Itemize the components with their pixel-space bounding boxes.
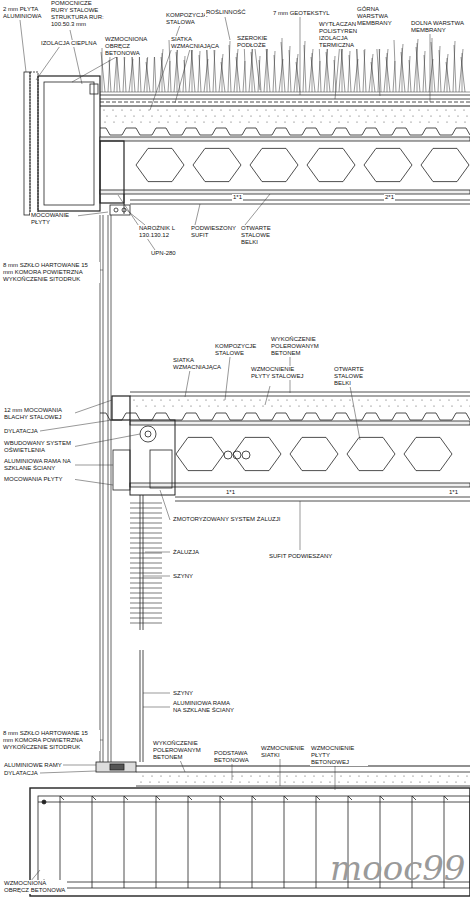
part-label: MOCOWANIA PŁYTY <box>3 476 75 483</box>
part-label: WZMOCNIONA OBRĘCZ BETONOWA <box>104 36 158 57</box>
part-label: MOCOWANIE PŁYTY <box>30 212 78 226</box>
dimension-mark: 2*1 <box>384 194 395 201</box>
watermark: mooc99 <box>330 850 466 886</box>
part-label: OTWARTE STALOWE BELKI <box>333 366 381 387</box>
part-label: WZMOCNIENIE SIATKI <box>260 745 306 759</box>
part-label: ALUMINIOWA RAMA NA SZKLANE ŚCIANY <box>172 700 236 714</box>
part-label: PODSTAWA BETONOWA <box>213 750 257 764</box>
part-label: 2 mm PŁYTA ALUMINIOWA <box>2 6 48 20</box>
part-label: SZEROKIE PODŁOŻE <box>236 35 278 49</box>
part-label: SZYNY <box>172 690 194 697</box>
part-label: WBUDOWANY SYSTEM OŚWIETLENIA <box>3 440 75 454</box>
dimension-mark: 1*1 <box>448 489 459 496</box>
part-label: 12 mm MOCOWANIA BLACHY STALOWEJ <box>3 407 75 421</box>
part-label: OTWARTE STALOWE BELKI <box>240 225 288 246</box>
part-label: GÓRNA WARSTWA MEMBRANY <box>356 6 410 27</box>
part-label: WZMOCNIENIE PŁYTY BETONOWEJ <box>310 745 368 766</box>
part-label: KOMPOZYCJE STALOWE <box>214 343 266 357</box>
part-label: SIATKA WZMACNIAJĄCA <box>170 36 220 50</box>
part-label: ROŚLINNOŚĆ <box>205 9 257 16</box>
part-label: WZMOCNIONA OBRĘCZ BETONOWA <box>3 880 67 894</box>
part-label: WZMOCNIENIE PŁYTY STALOWEJ <box>250 366 310 380</box>
part-label: SZYNY <box>172 573 194 580</box>
part-label: DYLATACJA <box>3 770 39 777</box>
part-label: ZMOTORYZOWANY SYSTEM ŻALUZJI <box>172 516 294 523</box>
part-label: POMOCNICZE RURY STALOWE STRUKTURA RUR: 1… <box>50 0 110 28</box>
part-label: ŻALUZJA <box>172 549 200 556</box>
part-label: ALUMINIOWE RAMY <box>3 762 63 769</box>
part-label: ALUMINIOWA RAMA NA SZKLANE ŚCIANY <box>3 458 75 472</box>
part-label: DOLNA WARSTWA MEMBRANY <box>410 20 468 34</box>
part-label: DYLATACJA <box>3 428 39 435</box>
dimension-mark: 1*1 <box>232 194 243 201</box>
part-label: UPN-280 <box>150 250 177 257</box>
part-label: NAROŻNIK L 130.130.12 <box>138 225 188 239</box>
part-label: 8 mm SZKŁO HARTOWANE 15 mm KOMORA POWIET… <box>2 730 100 751</box>
part-label: PODWIESZONY SUFIT <box>190 225 238 239</box>
part-label: WYKOŃCZENIE POLEROWANYM BETONEM <box>270 336 332 357</box>
part-label: 7 mm GEOTEKSTYL <box>272 10 344 17</box>
part-label: WYKOŃCZENIE POLEROWANYM BETONEM <box>152 740 210 761</box>
part-label: IZOLACJA CIEPLNA <box>40 40 112 47</box>
part-label: 8 mm SZKŁO HARTOWANE 15 mm KOMORA POWIET… <box>2 262 100 283</box>
dimension-mark: 1*1 <box>225 489 236 496</box>
part-label: SUFIT PODWIESZANY <box>268 553 360 560</box>
part-label: SIATKA WZMACNIAJĄCA <box>172 357 226 371</box>
